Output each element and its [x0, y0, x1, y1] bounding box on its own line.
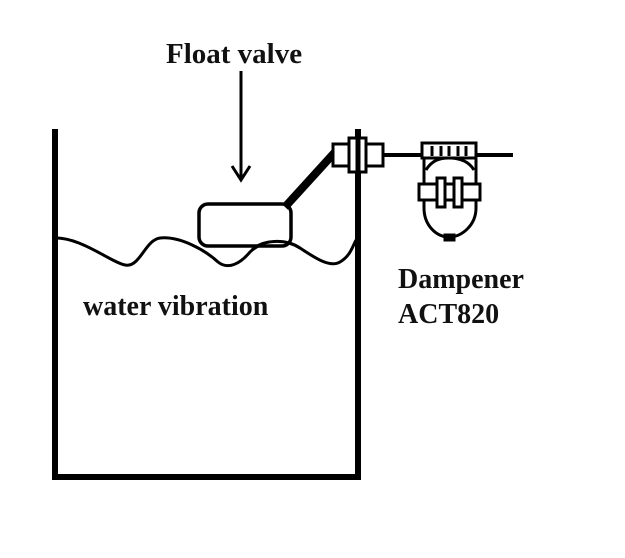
- dampener-icon: [417, 141, 482, 242]
- pipe-fitting: [331, 129, 385, 176]
- tank: [52, 129, 361, 480]
- dampener-band: [417, 182, 482, 202]
- dampener-bottom-nub: [443, 233, 456, 242]
- float: [197, 202, 293, 248]
- tank-walls: [52, 129, 361, 480]
- float-arm: [282, 148, 339, 210]
- dampener-cap-ribs: [430, 146, 468, 156]
- dampener-name-label: Dampener: [398, 264, 524, 295]
- water-wave-overlap: [250, 240, 301, 252]
- dampener-clip-left: [435, 176, 447, 209]
- water-vibration-label: water vibration: [83, 291, 269, 322]
- indicator-arrow: [230, 71, 252, 183]
- dampener-clip-right: [452, 176, 464, 209]
- float-valve-label: Float valve: [166, 38, 303, 70]
- dampener-model-label: ACT820: [398, 299, 500, 330]
- water-surface-wave: [51, 236, 358, 268]
